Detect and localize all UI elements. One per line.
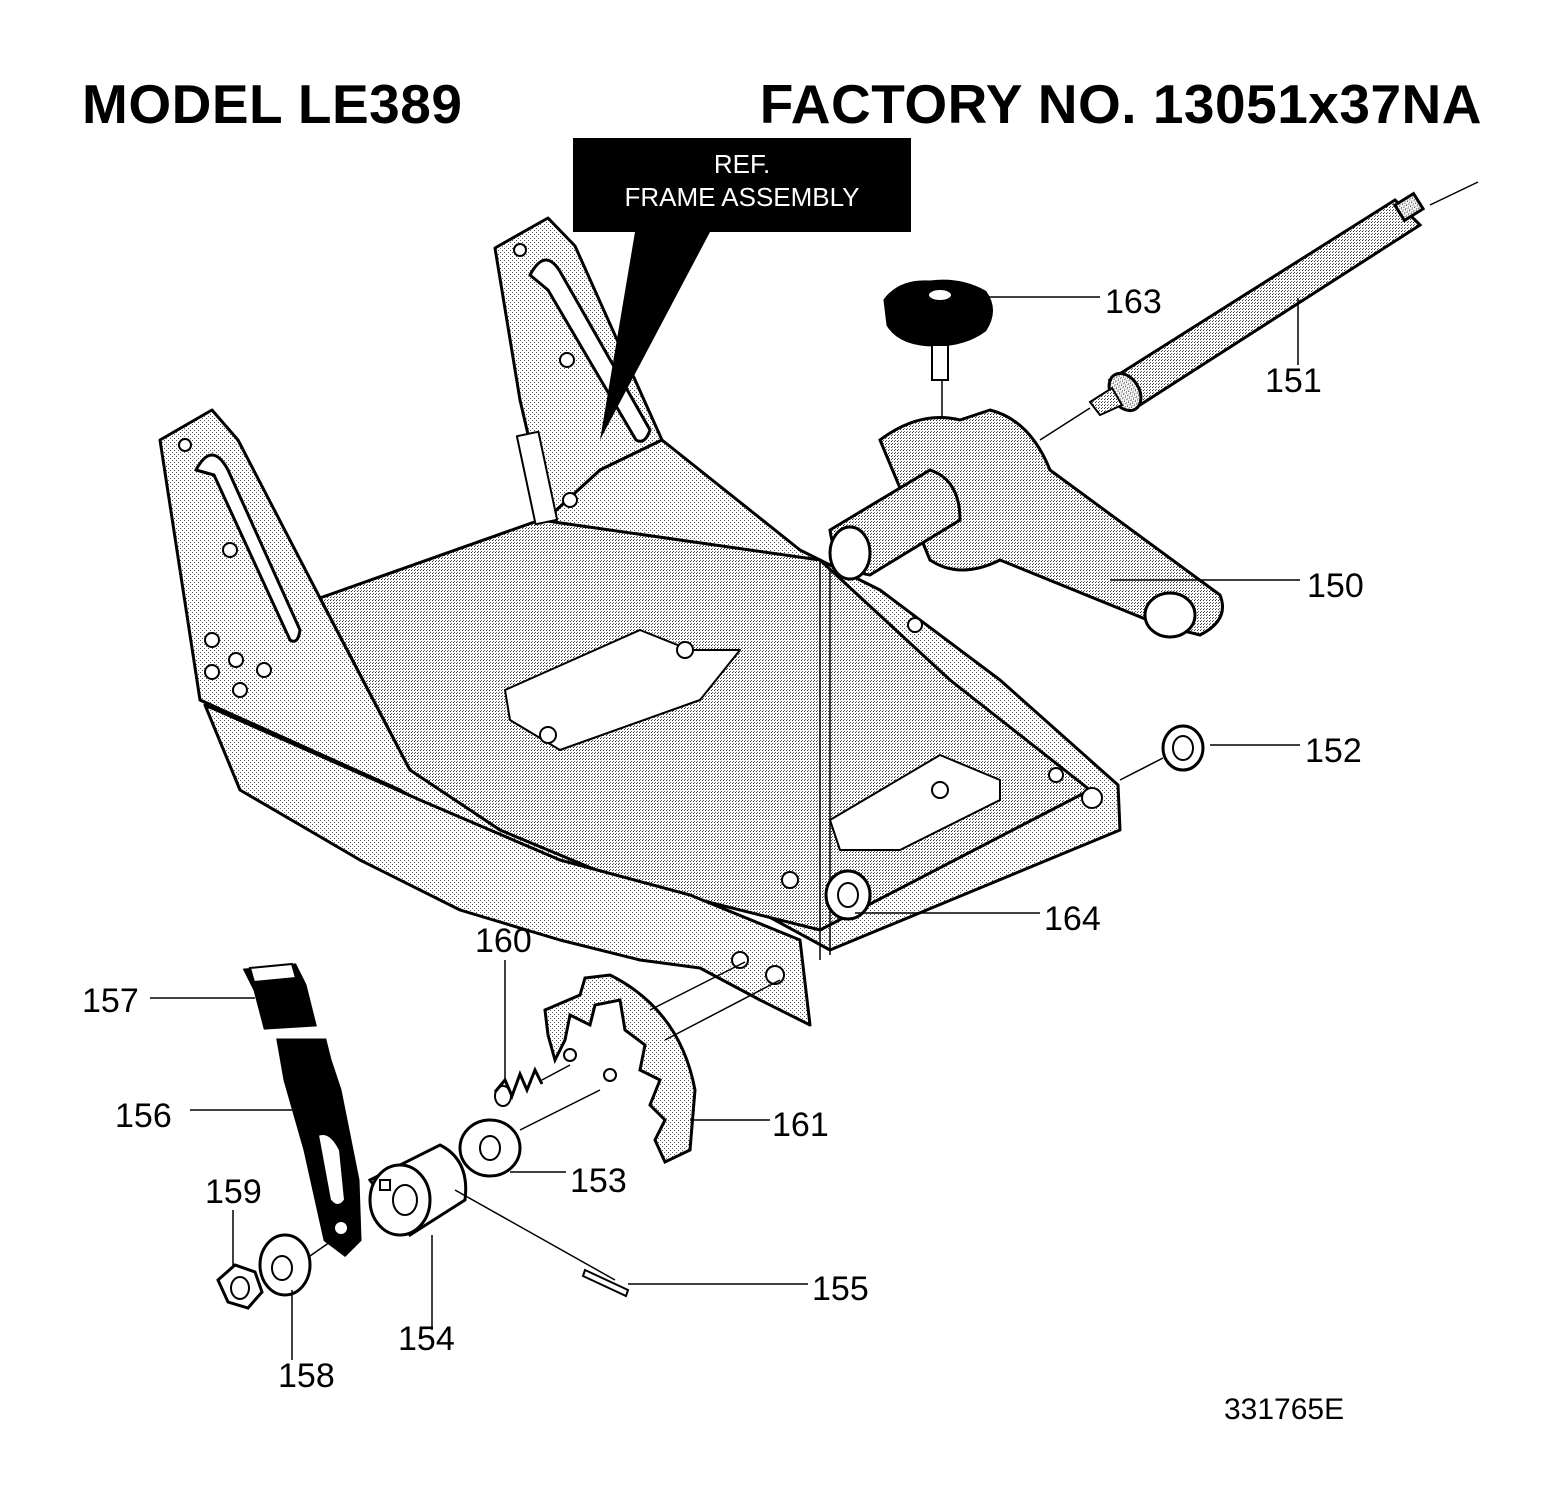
clip-152	[1119, 724, 1205, 781]
washer-164	[824, 869, 872, 921]
knob-163	[883, 279, 993, 440]
callout-151: 151	[1265, 362, 1322, 400]
floor-slot-2	[829, 754, 1001, 851]
callout-152: 152	[1305, 732, 1362, 770]
callout-155: 155	[812, 1270, 869, 1308]
ref-pointer	[600, 232, 710, 440]
tab	[515, 430, 559, 526]
ref-label-line2: FRAME ASSEMBLY	[624, 182, 860, 212]
ref-frame-assembly-label: REF. FRAME ASSEMBLY	[573, 138, 911, 232]
washer-158	[258, 1233, 312, 1360]
callout-159: 159	[205, 1173, 262, 1211]
callout-160: 160	[475, 922, 532, 960]
callout-163: 163	[1105, 283, 1162, 321]
callout-158: 158	[278, 1357, 335, 1395]
detent-plate-161	[543, 961, 781, 1165]
floor-slot-1	[504, 629, 741, 751]
leader-lines	[150, 296, 1300, 1285]
lever-156	[276, 1038, 362, 1264]
spring-160	[493, 1064, 571, 1107]
drawing-number: 331765E	[1224, 1393, 1345, 1426]
model-title: MODEL LE389	[82, 73, 463, 135]
callout-157: 157	[82, 982, 139, 1020]
callout-150: 150	[1307, 567, 1364, 605]
ref-label-line1: REF.	[713, 149, 771, 179]
callout-164: 164	[1044, 900, 1101, 938]
bracket-150	[819, 408, 1224, 960]
factory-number: FACTORY NO. 13051x37NA	[759, 73, 1482, 135]
slot-left	[194, 453, 302, 643]
nut-159	[216, 1210, 264, 1310]
washer-153	[458, 1089, 601, 1178]
grip-157	[242, 962, 317, 1030]
callout-156: 156	[115, 1097, 172, 1135]
rod-151	[1039, 181, 1479, 441]
callout-161: 161	[772, 1106, 829, 1144]
cam-154	[367, 1143, 616, 1330]
callout-153: 153	[570, 1162, 627, 1200]
pin-155	[581, 1268, 630, 1298]
frame-lower-rail	[203, 703, 812, 1027]
callout-154: 154	[398, 1320, 455, 1358]
